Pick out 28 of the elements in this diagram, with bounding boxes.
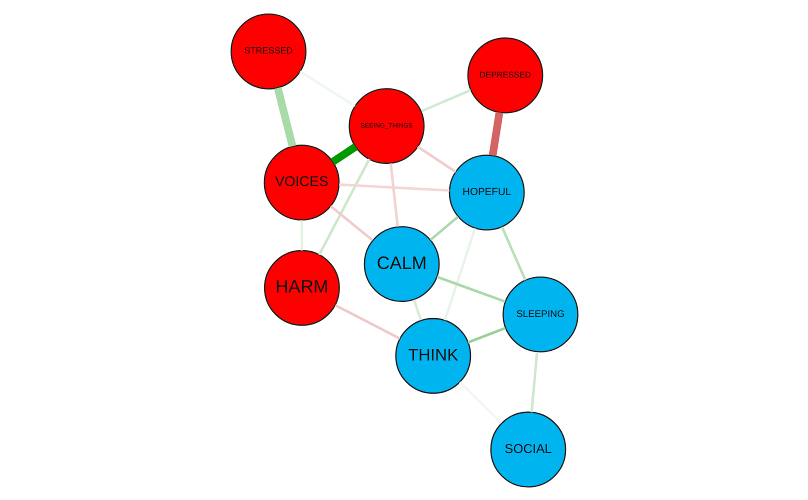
connector — [330, 143, 358, 165]
connector — [429, 215, 458, 240]
connector — [458, 380, 502, 424]
connector — [488, 111, 503, 156]
node-circle: THINK — [394, 317, 471, 394]
node-circle: VOICES — [263, 144, 340, 220]
connector — [338, 182, 449, 192]
connector — [443, 228, 476, 320]
connector — [412, 298, 422, 320]
node-circle: HOPEFUL — [448, 154, 524, 230]
node-circle: DEPRESSED — [466, 36, 543, 113]
connector — [420, 88, 471, 112]
connector — [274, 86, 296, 147]
connector — [436, 275, 506, 302]
node-circle: HARM — [263, 249, 340, 326]
connector — [388, 162, 398, 226]
node-circle: STRESSED — [230, 13, 306, 89]
connector — [318, 158, 370, 255]
node-circle: CALM — [363, 226, 440, 302]
connector — [329, 204, 373, 241]
connector — [416, 145, 456, 172]
connector — [298, 70, 356, 107]
node-circle: SOCIAL — [490, 411, 566, 487]
node-circle: SLEEPING — [502, 276, 578, 352]
connector — [530, 351, 538, 412]
connector — [467, 326, 506, 344]
connector — [500, 226, 526, 280]
connector — [334, 304, 400, 340]
